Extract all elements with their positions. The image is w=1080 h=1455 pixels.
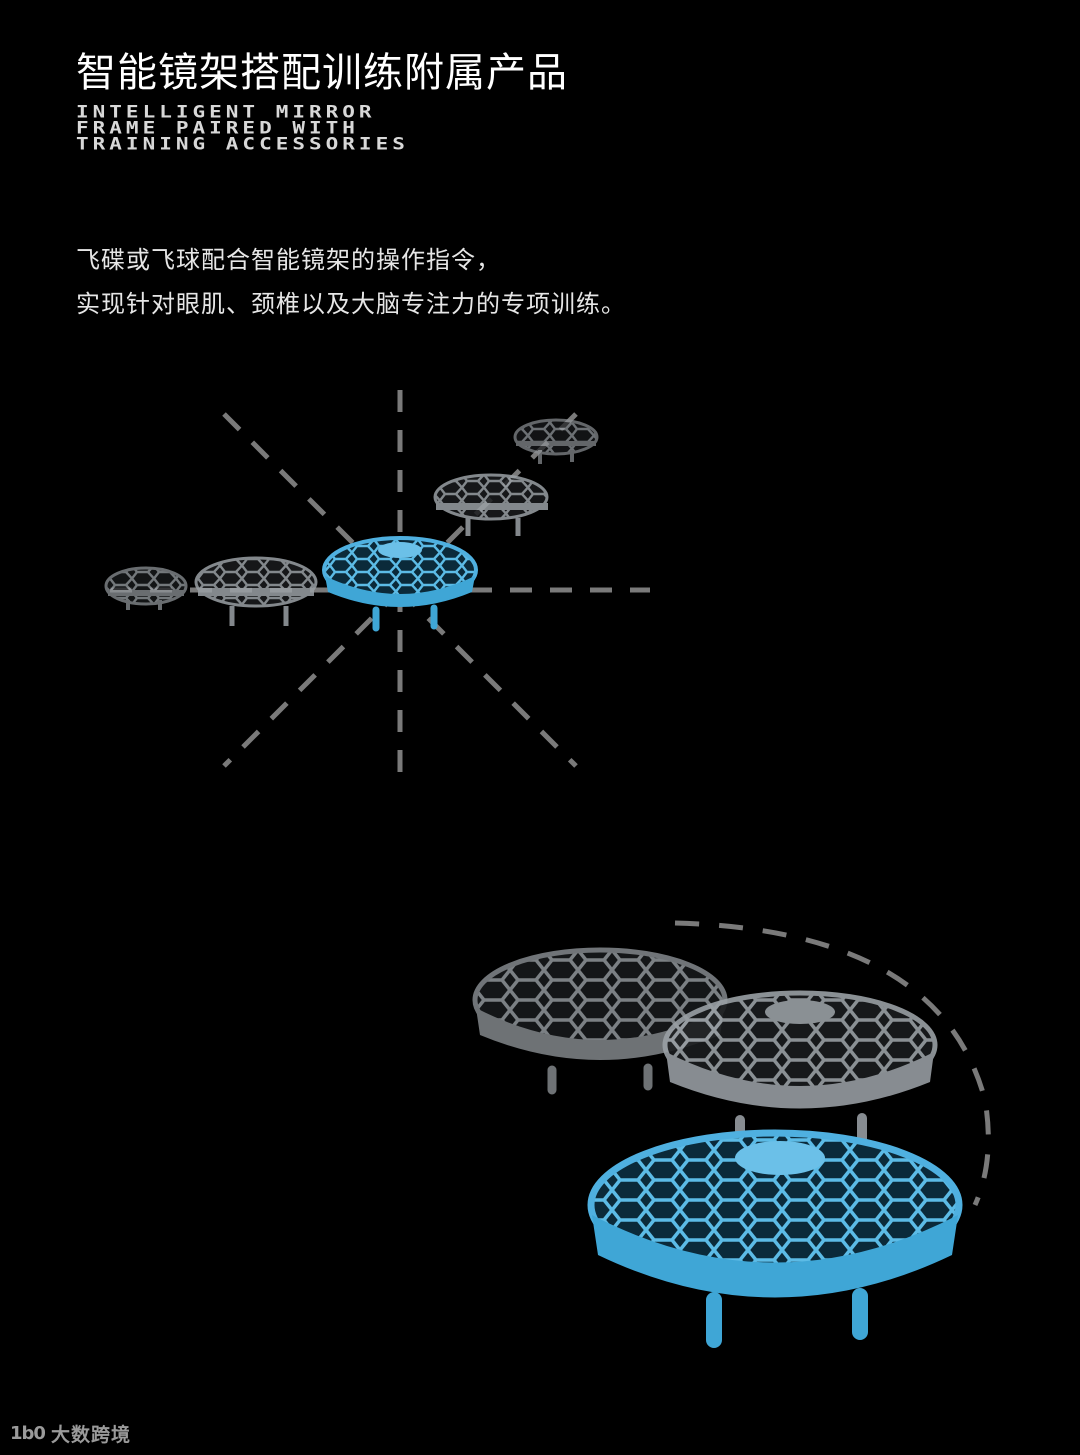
description: 飞碟或飞球配合智能镜架的操作指令， 实现针对眼肌、颈椎以及大脑专注力的专项训练。 [76,238,626,326]
watermark-text: 大数跨境 [50,1424,131,1446]
english-subtitle: INTELLIGENT MIRROR FRAME PAIRED WITH TRA… [76,102,409,154]
watermark-logo: 1b0 大数跨境 [10,1420,131,1447]
english-subtitle-line: INTELLIGENT MIRROR [76,102,376,122]
ghost-drone-icon [472,947,728,1095]
description-line: 实现针对眼肌、颈椎以及大脑专注力的专项训练。 [76,290,626,318]
ghost-drone-icon [513,418,599,464]
english-subtitle-line: TRAINING ACCESSORIES [76,134,409,154]
drone-directions-diagram [104,390,650,790]
blue-drone-icon [322,536,478,632]
ghost-drone-icon [433,473,549,536]
blue-drone-icon [587,1129,963,1348]
drone-rotation-diagram [472,920,991,1348]
logo-mark-icon: 1b0 [10,1423,46,1444]
rotation-dashed-arc [674,920,991,1207]
ghost-drone-icon [194,556,318,626]
english-subtitle-line: FRAME PAIRED WITH [76,118,359,138]
description-line: 飞碟或飞球配合智能镜架的操作指令， [76,246,501,274]
page-title: 智能镜架搭配训练附属产品 [76,50,568,96]
ghost-drone-icon [662,990,938,1145]
ghost-drone-icon [104,566,188,610]
